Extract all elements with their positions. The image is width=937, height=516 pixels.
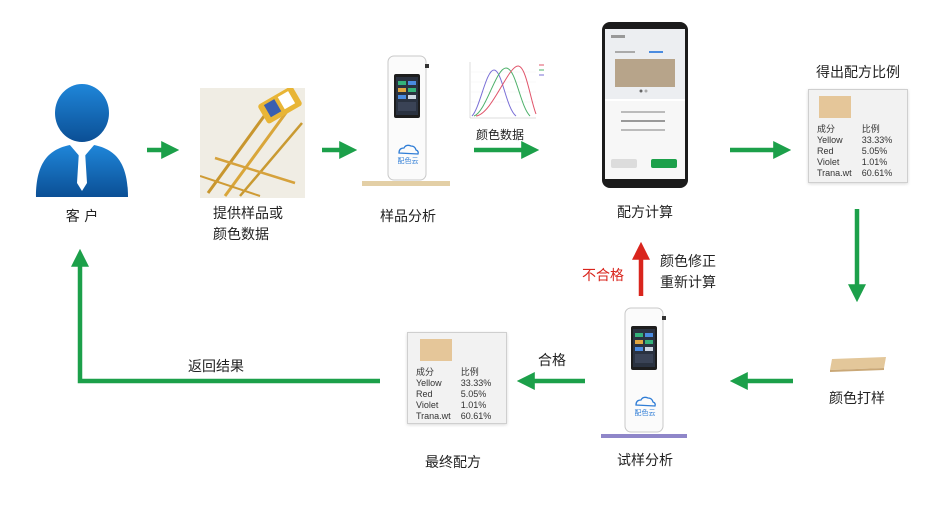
ratio-header-component: 成分 bbox=[817, 124, 836, 134]
ratio-label: 得出配方比例 bbox=[816, 65, 900, 81]
analyze-label: 样品分析 bbox=[380, 209, 436, 225]
device-logo-top: 配色云 bbox=[397, 157, 419, 165]
final-component: Red bbox=[416, 389, 433, 399]
ratio-value: 60.61% bbox=[861, 168, 893, 178]
ratio-swatch bbox=[819, 96, 851, 118]
final-table: 成分 比例 Yellow 33.33% Red 5.05% Violet 1.0… bbox=[416, 367, 501, 422]
customer-icon bbox=[36, 84, 128, 197]
correct-label-line1: 颜色修正 bbox=[660, 254, 716, 270]
final-value: 1.01% bbox=[460, 400, 487, 410]
sample-photo bbox=[200, 88, 305, 198]
device-base-bottom bbox=[601, 434, 687, 438]
ratio-header-ratio: 比例 bbox=[861, 124, 880, 134]
phone-app bbox=[602, 22, 688, 188]
final-value: 5.05% bbox=[460, 389, 487, 399]
proof-strip bbox=[830, 357, 886, 372]
table-row: Trana.wt 60.61% bbox=[817, 168, 902, 179]
color-data-label: 颜色数据 bbox=[475, 128, 524, 142]
ratio-table: 成分 比例 Yellow 33.33% Red 5.05% Violet 1.0… bbox=[817, 124, 902, 179]
compute-label: 配方计算 bbox=[617, 205, 673, 221]
fail-label: 不合格 bbox=[582, 268, 624, 284]
correct-label: 颜色修正 重新计算 bbox=[660, 252, 716, 294]
analyzer-device-top bbox=[387, 55, 429, 181]
final-table-header: 成分 比例 bbox=[416, 367, 501, 378]
return-label: 返回结果 bbox=[188, 359, 244, 375]
ratio-value: 33.33% bbox=[861, 135, 893, 145]
final-component: Yellow bbox=[416, 378, 442, 388]
pass-label: 合格 bbox=[538, 353, 566, 369]
ratio-component: Violet bbox=[817, 157, 840, 167]
final-component: Trana.wt bbox=[416, 411, 451, 421]
ratio-card: 成分 比例 Yellow 33.33% Red 5.05% Violet 1.0… bbox=[808, 89, 908, 183]
table-row: Violet 1.01% bbox=[416, 400, 501, 411]
final-value: 60.61% bbox=[460, 411, 492, 421]
final-component: Violet bbox=[416, 400, 439, 410]
proof-label: 颜色打样 bbox=[829, 391, 885, 407]
table-row: Yellow 33.33% bbox=[817, 135, 902, 146]
analyzer-device-bottom bbox=[624, 307, 666, 433]
table-row: Red 5.05% bbox=[416, 389, 501, 400]
final-header-ratio: 比例 bbox=[460, 367, 479, 377]
table-row: Red 5.05% bbox=[817, 146, 902, 157]
device-logo-bottom: 配色云 bbox=[634, 409, 656, 417]
table-row: Yellow 33.33% bbox=[416, 378, 501, 389]
final-label: 最终配方 bbox=[425, 455, 481, 471]
final-value: 33.33% bbox=[460, 378, 492, 388]
trial-label: 试样分析 bbox=[617, 453, 673, 469]
ratio-component: Yellow bbox=[817, 135, 843, 145]
provide-label: 提供样品或 颜色数据 bbox=[213, 204, 283, 246]
provide-label-line1: 提供样品或 bbox=[213, 206, 283, 222]
arrow-return-to-customer bbox=[71, 248, 380, 384]
ratio-component: Red bbox=[817, 146, 834, 156]
table-row: Trana.wt 60.61% bbox=[416, 411, 501, 422]
ratio-component: Trana.wt bbox=[817, 168, 852, 178]
correct-label-line2: 重新计算 bbox=[660, 275, 716, 291]
ratio-table-header: 成分 比例 bbox=[817, 124, 902, 135]
ratio-value: 5.05% bbox=[861, 146, 888, 156]
final-header-component: 成分 bbox=[416, 367, 435, 377]
table-row: Violet 1.01% bbox=[817, 157, 902, 168]
final-card: 成分 比例 Yellow 33.33% Red 5.05% Violet 1.0… bbox=[407, 332, 507, 424]
device-base-top bbox=[362, 181, 450, 186]
final-swatch bbox=[420, 339, 452, 361]
provide-label-line2: 颜色数据 bbox=[213, 227, 269, 243]
spectral-chart bbox=[460, 58, 552, 123]
ratio-value: 1.01% bbox=[861, 157, 888, 167]
customer-label: 客 户 bbox=[65, 209, 99, 225]
